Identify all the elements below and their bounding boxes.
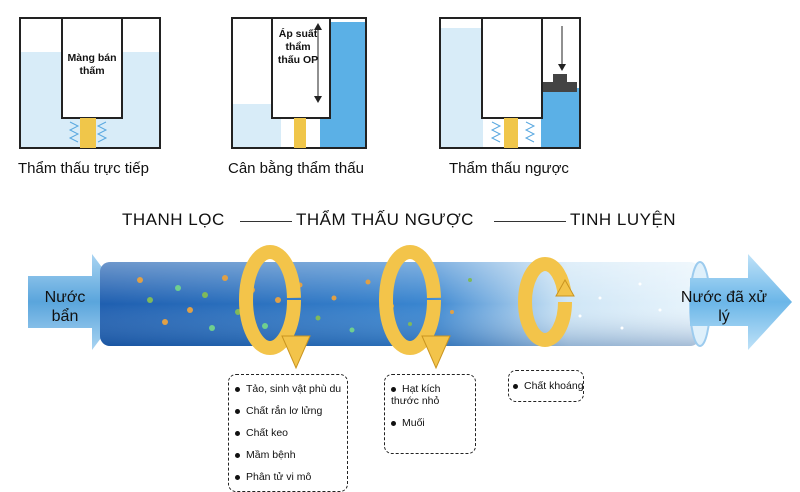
list-item: Mầm bệnh xyxy=(235,449,296,461)
caption-reverse-osmosis: Thẩm thấu ngược xyxy=(449,160,569,177)
panel-equilibrium xyxy=(231,17,367,149)
stage-divider-1 xyxy=(240,221,292,222)
removed-stage3-box: Chất khoáng xyxy=(508,370,584,402)
removed-stage1-box: Tảo, sinh vật phù du Chất rắn lơ lửng Ch… xyxy=(228,374,348,492)
list-item: Chất khoáng xyxy=(513,380,584,392)
list-item: Chất rắn lơ lửng xyxy=(235,405,322,417)
output-label: Nước đã xử lý xyxy=(680,289,768,325)
caption-direct-osmosis: Thẩm thấu trực tiếp xyxy=(18,160,149,177)
panel-direct-osmosis xyxy=(19,17,161,149)
membrane-label-2: Áp suất thẩm thấu OP xyxy=(277,28,319,66)
outlet-arrow xyxy=(690,254,792,350)
panel-reverse-osmosis xyxy=(439,17,581,149)
membrane-label-1: Màng bán thấm xyxy=(67,52,117,77)
osmosis-panels xyxy=(19,17,581,149)
filtration-tube xyxy=(28,245,792,370)
caption-equilibrium: Cân bằng thẩm thấu xyxy=(228,160,364,177)
list-item: Phân tử vi mô xyxy=(235,471,311,483)
stage-reverse-osmosis: THẨM THẤU NGƯỢC xyxy=(296,210,474,229)
list-item: Chất keo xyxy=(235,427,288,439)
list-item: Muối xyxy=(391,417,425,429)
removed-stage2-box: Hạt kích thước nhỏ Muối xyxy=(384,374,476,454)
list-item: Hạt kích thước nhỏ xyxy=(391,383,467,407)
stage-divider-2 xyxy=(494,221,566,222)
swirl-rings xyxy=(239,245,572,355)
list-item: Tảo, sinh vật phù du xyxy=(235,383,341,395)
input-label: Nước bẩn xyxy=(44,289,86,325)
stage-refining: TINH LUYỆN xyxy=(570,210,677,229)
stage-purification: THANH LỌC xyxy=(122,210,225,229)
